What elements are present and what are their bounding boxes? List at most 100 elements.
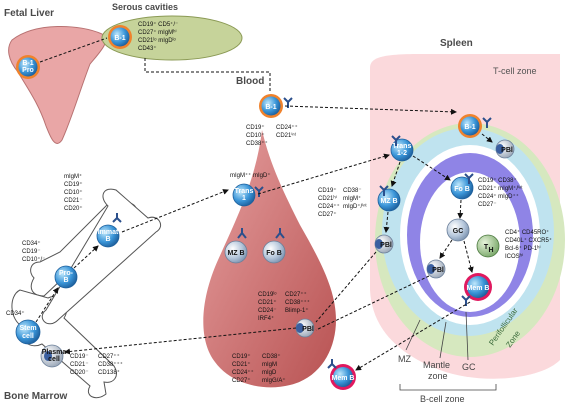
spleen-trans-right-0: CD38⁻	[343, 188, 362, 194]
b-cell-zone-label: B-cell zone	[420, 394, 465, 404]
serous-marker-0: CD19⁺ CD5⁺/⁻	[138, 21, 178, 28]
blood-pbl-left-1: CD21⁺	[258, 299, 277, 306]
b-cell-zone-bracket	[399, 384, 497, 391]
fetal-liver-shape	[8, 26, 107, 144]
immat-b-cell: Immat B	[96, 213, 122, 248]
blood-pbl-left-3: IRF4⁺	[258, 315, 274, 322]
blood-b1-left-0: CD19⁺	[246, 124, 265, 131]
immat-marker-0: mIgM⁺	[64, 173, 82, 180]
memb-blood-label: Mem B	[332, 375, 355, 382]
arrow-spleen-memb-blood	[355, 301, 471, 371]
fetal-liver-title: Fetal Liver	[4, 8, 54, 19]
spleen-trans-left-2: CD24⁺⁺	[318, 203, 340, 210]
spleen-trans-left-1: CD21ʰⁱ	[318, 194, 337, 202]
mantle-zone-label-1: Mantle	[423, 360, 450, 370]
b1-pro-label-2: Pro	[22, 67, 34, 74]
b1-serous-cell: B-1	[108, 25, 132, 49]
memb-spleen-label: Mem B	[467, 285, 490, 292]
spleen-trans-right-1: mIgM⁺	[343, 195, 361, 202]
spleen-trans-left-0: CD19⁺	[318, 187, 337, 194]
pbl-blood-label: PBl	[302, 326, 314, 333]
memb-left-1: CD21⁺	[232, 361, 251, 368]
arrow-blood-b1-spleen	[284, 105, 457, 115]
b1-spleen-label: B-1	[464, 124, 475, 131]
serous-cavity-shape	[101, 15, 243, 61]
th-label: T	[484, 244, 489, 251]
b1-blood-cell: B-1	[259, 94, 293, 118]
plasma-right-0: CD27⁺⁺	[98, 353, 120, 360]
fob-marker-1: CD21⁺ mIgM⁺/ⁱⁿᵗ	[478, 184, 523, 192]
mzb-blood-cell: MZ B	[224, 228, 248, 264]
memb-right-0: CD38⁺	[262, 353, 281, 360]
tfh-marker-2: Bcl-6⁺ PD-1ʰⁱ	[505, 244, 541, 252]
gc-zone-label: GC	[462, 362, 476, 372]
pbl-spleen-left-label: PBl	[380, 242, 392, 249]
gc-cell: GC	[446, 218, 470, 242]
blood-b1-right-1: CD21ⁱⁿᵗ	[276, 131, 297, 139]
blood-b1-right-0: CD24⁺⁺	[276, 124, 298, 131]
arrow-prob-immat	[73, 245, 99, 269]
spleen-trans-left-3: CD27⁺	[318, 211, 337, 218]
gc-pointer	[465, 311, 469, 361]
memb-spleen-cell: Mem B	[461, 273, 492, 306]
arrow-fob-gc	[457, 199, 464, 219]
pbl-spleen-top-label: PBl	[501, 147, 513, 154]
memb-right-1: mIgM	[262, 362, 277, 368]
fob-spleen-cell: Fo B	[450, 173, 474, 200]
arrow-trans12-mzb	[390, 161, 401, 187]
memb-left-2: CD24⁺⁺	[232, 369, 254, 376]
arrow-serous-blood	[144, 58, 271, 92]
fob-marker-2: CD24⁺ mIgD⁺⁺	[478, 193, 519, 200]
immat-marker-4: CD20⁺	[64, 205, 83, 212]
pbl-spleen-gc-label: PBl	[432, 267, 444, 274]
prob-marker-2: CD10⁺/⁻	[22, 256, 45, 263]
blood-b1-left-1: CD10⁺	[246, 132, 265, 139]
mzb-spleen-label: MZ B	[380, 198, 397, 205]
arrow-b1-to-pbl	[481, 133, 493, 143]
prob-marker-1: CD19⁻	[22, 249, 41, 255]
pbl-spleen-left-cell: PBl	[374, 234, 394, 254]
arrow-gc-pbl-blood	[315, 275, 430, 331]
fob-blood-label: Fo B	[266, 250, 282, 257]
prob-label-2: B	[63, 277, 68, 284]
prob-marker-0: CD34⁺	[22, 240, 41, 247]
arrow-stem-prob	[35, 287, 59, 323]
germinal-center-shape	[420, 172, 520, 312]
pbl-blood-cell: PBl	[295, 318, 315, 338]
memb-blood-cell: Mem B	[327, 359, 356, 390]
trans1-cell: Trans 1	[232, 183, 264, 207]
mzb-spleen-cell: MZ B	[377, 185, 401, 212]
arrow-spleen-pbl-blood	[315, 251, 377, 323]
mzb-blood-label: MZ B	[227, 250, 244, 257]
tfh-cell: T H	[476, 234, 500, 258]
plasma-label-1: Plasma	[42, 349, 67, 356]
spleen-trans-right-2: mIgD⁺/ⁱⁿᵗ	[343, 202, 367, 210]
stem-label-2: cell	[22, 333, 34, 340]
blood-pbl-left-0: CD19ˡᵒ	[258, 291, 277, 298]
bone-marrow-long-shape	[41, 188, 161, 325]
stem-label-1: Stem	[19, 325, 36, 332]
stem-cell: Stem cell	[15, 319, 41, 345]
serous-marker-3: CD43⁺	[138, 45, 157, 52]
bone-marrow-title: Bone Marrow	[4, 391, 68, 402]
trans1-label-2: 1	[242, 195, 246, 202]
plasma-left-2: CD20⁻	[70, 370, 89, 376]
plasma-left-1: CD21⁻	[70, 362, 89, 368]
trans1-label-1: Trans	[235, 188, 254, 195]
pbl-spleen-gc-cell: PBl	[426, 259, 446, 279]
plasma-cell: Plasma cell	[40, 344, 67, 368]
serous-marker-2: CD21ˡᵒ mIgDˡᵒ	[138, 37, 176, 44]
pro-b-cell: Pro- B	[54, 265, 78, 289]
immat-label-1: Immat	[98, 229, 119, 236]
tfh-marker-3: ICOSʰⁱ	[505, 252, 523, 260]
immat-marker-2: CD10⁺	[64, 189, 83, 196]
blood-pbl-right-2: Blimp-1⁺	[285, 307, 309, 314]
serous-cavities-title: Serous cavities	[112, 2, 178, 12]
blood-pbl-right-1: CD38⁺⁺⁺	[285, 299, 310, 306]
trans12-cell: Trans 1-2	[390, 135, 414, 162]
blood-pbl-left-2: CD24⁻	[258, 308, 277, 314]
immat-marker-3: CD21⁻	[64, 198, 83, 204]
b1-pro-label-1: B-1	[22, 60, 33, 67]
mantle-pointer	[439, 321, 447, 359]
